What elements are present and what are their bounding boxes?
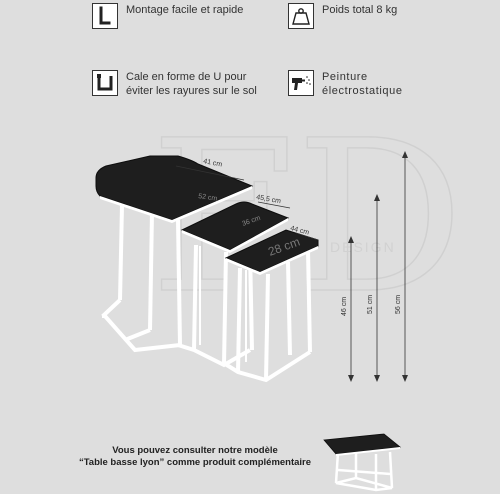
complementary-product-note: Vous pouvez consulter notre modèle “Tabl… [70, 445, 320, 469]
height-mid-label: 51 cm [367, 295, 374, 314]
small-table [220, 249, 312, 383]
small-width-label: 44 cm [290, 225, 310, 236]
mid-width-label: 45,5 cm [256, 194, 282, 205]
feature-u-clip-line2: éviter les rayures sur le sol [126, 85, 257, 97]
big-depth-label: 52 cm [198, 193, 218, 203]
small-table-top [224, 229, 319, 273]
feature-weight-label: Poids total 8 kg [322, 4, 398, 16]
feature-paint-line1: Peinture [322, 71, 368, 83]
feature-weight: Poids total 8 kg [288, 3, 397, 29]
feature-u-clip-line1: Cale en forme de U pour [126, 71, 247, 83]
feature-easy-assembly: Montage facile et rapide [92, 3, 243, 29]
note-line2: “Table basse lyon” comme produit complém… [78, 457, 312, 468]
note-line1: Vous pouvez consulter notre modèle [112, 445, 278, 456]
feature-electrostatic-paint-label: Peinture électrostatique [322, 70, 403, 98]
feature-u-clip-label: Cale en forme de U pour éviter les rayur… [126, 70, 257, 98]
feature-electrostatic-paint: Peinture électrostatique [288, 70, 403, 98]
large-table [101, 204, 182, 353]
u-clip-icon [92, 70, 118, 96]
medium-table-top [180, 201, 290, 251]
watermark-logo: FD DESIGN [149, 94, 465, 341]
feature-paint-line2: électrostatique [322, 85, 403, 97]
allen-key-icon [92, 3, 118, 29]
dimension-arrows [348, 151, 408, 382]
watermark-word: DESIGN [330, 239, 396, 255]
large-table-top [95, 155, 254, 221]
height-small-label: 46 cm [341, 297, 348, 316]
coffee-table-thumbnail [323, 433, 401, 492]
feature-easy-assembly-label: Montage facile et rapide [126, 4, 244, 16]
weight-icon [288, 3, 314, 29]
big-width-label: 41 cm [203, 158, 223, 169]
spray-gun-icon [288, 70, 314, 96]
watermark-letters: FD [150, 95, 464, 340]
dimension-lines [175, 155, 406, 378]
height-big-label: 56 cm [395, 295, 402, 314]
feature-u-clip: Cale en forme de U pour éviter les rayur… [92, 70, 257, 98]
